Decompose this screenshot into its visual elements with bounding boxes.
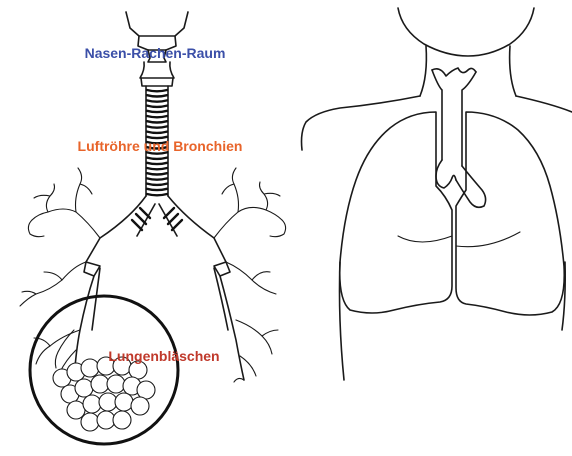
alveoli-magnifier: [30, 296, 178, 444]
trachea-ring: [147, 194, 167, 195]
trachea-bronchi-label: Luftröhre und Bronchien: [78, 138, 243, 154]
alveolus: [83, 395, 101, 413]
torso-illustration: [302, 8, 572, 380]
alveolus: [81, 413, 99, 431]
right-lung: [456, 112, 564, 315]
trachea-ring: [147, 90, 167, 91]
alveoli-label: Lungenbläschen: [108, 348, 219, 364]
torso-trachea: [432, 68, 486, 207]
left-lung: [340, 112, 452, 313]
left-bronchial-tree: [20, 168, 100, 372]
alveolus: [131, 397, 149, 415]
trachea-ring: [147, 111, 167, 112]
alveolus: [81, 359, 99, 377]
body-outline: [302, 96, 421, 150]
trachea-ring: [147, 95, 167, 96]
alveolus: [97, 411, 115, 429]
trachea-ring: [147, 100, 167, 101]
trachea-ring: [147, 163, 167, 164]
alveolus: [107, 375, 125, 393]
head-outline: [398, 8, 534, 56]
neck-outline: [420, 46, 426, 96]
alveolus: [75, 379, 93, 397]
trachea-ring: [147, 158, 167, 159]
trachea-ring: [147, 173, 167, 174]
trachea-ring: [147, 168, 167, 169]
trachea-ring: [147, 184, 167, 185]
trachea-ring: [147, 126, 167, 127]
alveolus: [99, 393, 117, 411]
right-bronchial-tree: [214, 168, 286, 382]
airway-illustration: Nasen-Rachen-Raum Luftröhre und Bronchie…: [20, 12, 286, 444]
trachea-ring: [147, 189, 167, 190]
nasopharynx-label: Nasen-Rachen-Raum: [85, 45, 226, 61]
alveolus: [91, 375, 109, 393]
trachea-ring: [147, 178, 167, 179]
trachea-ring: [147, 116, 167, 117]
alveolus: [137, 381, 155, 399]
alveolus: [113, 411, 131, 429]
alveolus: [67, 401, 85, 419]
alveolus: [115, 393, 133, 411]
trachea-ring: [147, 132, 167, 133]
trachea-ring: [147, 106, 167, 107]
trachea-ring: [147, 121, 167, 122]
